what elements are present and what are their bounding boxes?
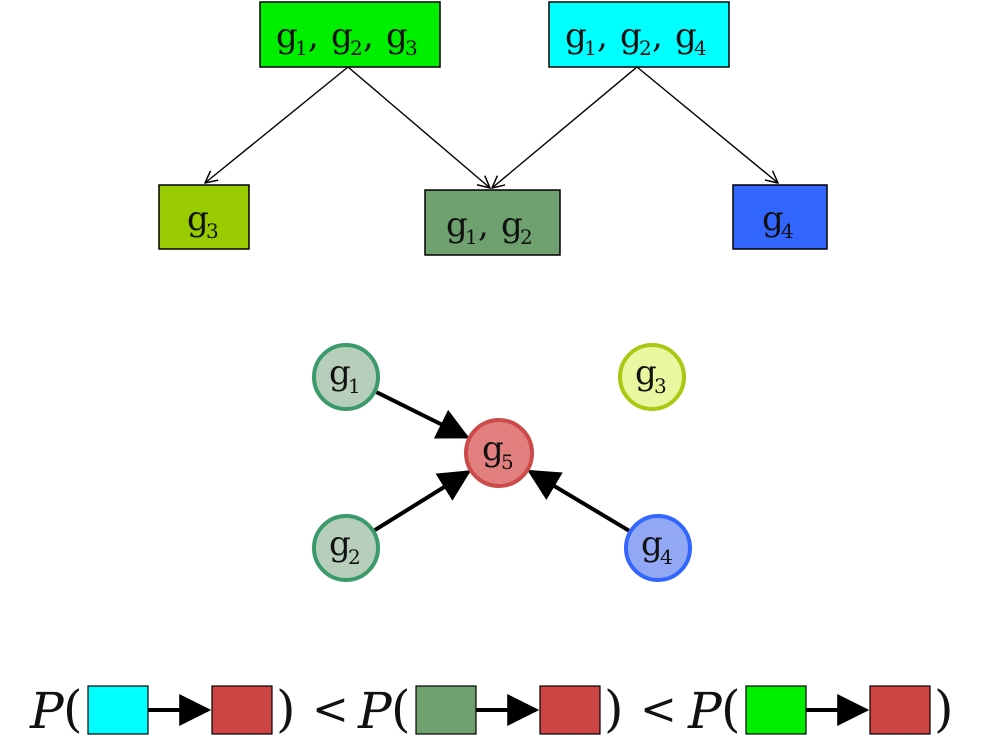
box-subscript: 3 xyxy=(206,219,219,243)
box-g3-rect xyxy=(158,184,250,250)
network-node-n2: g2 xyxy=(312,514,380,582)
formula-less-than: < xyxy=(312,684,349,735)
box-g3: g3 xyxy=(158,184,250,250)
formula-term-1: P() xyxy=(357,680,624,740)
network-node-circle xyxy=(464,418,534,488)
box-g124-rect xyxy=(548,1,730,68)
box-separator: , xyxy=(652,16,663,56)
box-letter: g xyxy=(565,16,587,56)
formula-less-than: < xyxy=(640,684,677,735)
box-subscript: 2 xyxy=(639,36,652,60)
node-subscript: 1 xyxy=(348,374,361,398)
box-letter: g xyxy=(762,199,784,239)
edge-g124-to-g12 xyxy=(492,66,638,188)
formula-term-0: P() xyxy=(29,680,296,740)
formula-source-box xyxy=(87,685,149,735)
box-g4-label: g4 xyxy=(762,199,794,243)
edge-g124-to-g4 xyxy=(636,66,778,183)
box-g123-rect xyxy=(259,1,441,68)
network-edge-n2-to-n5 xyxy=(373,470,472,532)
node-letter: g xyxy=(641,524,663,564)
box-g123-label: g1,g2,g3 xyxy=(276,16,418,60)
edge-g123-to-g3 xyxy=(205,66,349,183)
network-node-label: g3 xyxy=(635,353,667,398)
probability-formula: P()<P()<P() xyxy=(29,680,954,740)
box-separator: , xyxy=(308,16,319,56)
formula-source-box xyxy=(745,685,807,735)
box-letter: g xyxy=(386,16,408,56)
box-letter: g xyxy=(620,16,642,56)
formula-target-box xyxy=(211,685,273,735)
node-letter: g xyxy=(329,353,351,393)
node-letter: g xyxy=(329,524,351,564)
edge-g123-to-g12 xyxy=(347,66,490,188)
box-g12-label: g1,g2 xyxy=(446,205,533,249)
box-g12-rect xyxy=(424,189,561,256)
node-letter: g xyxy=(635,353,657,393)
network-node-label: g5 xyxy=(482,429,514,474)
box-g3-label: g3 xyxy=(187,199,219,243)
network-edge-n1-to-n5 xyxy=(375,390,470,439)
box-subscript: 1 xyxy=(584,36,597,60)
box-letter: g xyxy=(501,205,523,245)
box-letter: g xyxy=(276,16,298,56)
network-node-circle xyxy=(624,514,692,582)
box-subscript: 2 xyxy=(520,225,533,249)
box-letter: g xyxy=(331,16,353,56)
box-letter: g xyxy=(675,16,697,56)
formula-target-box xyxy=(539,685,601,735)
formula-close-paren: ) xyxy=(604,680,624,738)
node-subscript: 2 xyxy=(348,545,361,569)
box-separator: , xyxy=(597,16,608,56)
formula-target-box xyxy=(869,685,931,735)
box-g4-rect xyxy=(732,184,828,250)
node-subscript: 4 xyxy=(660,545,673,569)
box-letter: g xyxy=(187,199,209,239)
box-separator: , xyxy=(478,205,489,245)
box-subscript: 1 xyxy=(465,225,478,249)
box-g124: g1,g2,g4 xyxy=(548,1,730,68)
box-g4: g4 xyxy=(732,184,828,250)
box-edges xyxy=(205,66,778,188)
network-node-label: g2 xyxy=(329,524,361,569)
formula-p: P xyxy=(357,682,393,740)
formula-open-paren: ( xyxy=(721,680,741,738)
network-node-n4: g4 xyxy=(624,514,692,582)
network-node-n3: g3 xyxy=(618,343,686,411)
box-g124-label: g1,g2,g4 xyxy=(565,16,707,60)
formula-source-box xyxy=(415,685,477,735)
formula-term-2: P() xyxy=(687,680,954,740)
box-separator: , xyxy=(363,16,374,56)
network-edges xyxy=(373,390,630,533)
box-letter: g xyxy=(446,205,468,245)
formula-open-paren: ( xyxy=(391,680,411,738)
node-subscript: 5 xyxy=(501,450,514,474)
formula-p: P xyxy=(687,682,723,740)
box-subscript: 2 xyxy=(350,36,363,60)
box-g123: g1,g2,g3 xyxy=(259,1,441,68)
formula-close-paren: ) xyxy=(934,680,954,738)
network-edge-n4-to-n5 xyxy=(527,469,630,533)
network-node-label: g1 xyxy=(329,353,361,398)
box-subscript: 4 xyxy=(781,219,794,243)
network-node-label: g4 xyxy=(641,524,673,569)
node-subscript: 3 xyxy=(654,374,667,398)
network-node-n1: g1 xyxy=(312,343,380,411)
box-subscript: 1 xyxy=(295,36,308,60)
formula-open-paren: ( xyxy=(63,680,83,738)
box-subscript: 4 xyxy=(694,36,707,60)
network-node-circle xyxy=(618,343,686,411)
box-subscript: 3 xyxy=(405,36,418,60)
box-g12: g1,g2 xyxy=(424,189,561,256)
formula-close-paren: ) xyxy=(276,680,296,738)
formula-p: P xyxy=(29,682,65,740)
network-node-circle xyxy=(312,514,380,582)
network-node-circle xyxy=(312,343,380,411)
network-node-n5: g5 xyxy=(464,418,534,488)
node-letter: g xyxy=(482,429,504,469)
